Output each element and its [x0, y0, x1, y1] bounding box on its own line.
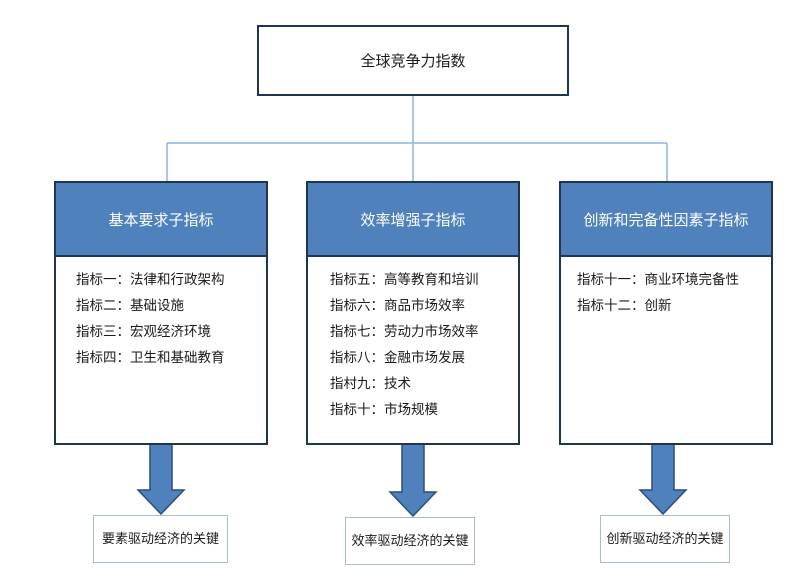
column-basic-requirements: 基本要求子指标 指标一：法律和行政架构 指标二：基础设施 指标三：宏观经济环境 …: [54, 181, 268, 445]
column-title: 创新和完备性因素子指标: [583, 210, 749, 229]
root-node: 全球竞争力指数: [257, 25, 569, 96]
column-innovation-sophistication: 创新和完备性因素子指标 指标十一：商业环境完备性 指标十二：创新: [559, 181, 773, 445]
outcome-box-innovation-driven: 创新驱动经济的关键: [600, 515, 730, 563]
list-item: 指标二：基础设施: [76, 298, 184, 314]
list-item: 指标一：法律和行政架构: [76, 272, 225, 288]
list-item: 指标十：市场规模: [330, 402, 438, 418]
column-header: 效率增强子指标: [308, 183, 518, 257]
column-header: 创新和完备性因素子指标: [561, 183, 771, 257]
list-item: 指村九：技术: [330, 376, 411, 392]
connector-lines: [166, 96, 668, 181]
root-label: 全球竞争力指数: [360, 52, 466, 70]
outcome-label: 要素驱动经济的关键: [101, 531, 219, 547]
list-item: 指标四：卫生和基础教育: [76, 350, 225, 366]
outcome-label: 效率驱动经济的关键: [351, 533, 469, 549]
outcome-label: 创新驱动经济的关键: [606, 531, 724, 547]
list-item: 指标三：宏观经济环境: [76, 324, 211, 340]
column-title: 效率增强子指标: [360, 210, 466, 229]
list-item: 指标五：高等教育和培训: [330, 272, 479, 288]
list-item: 指标八：金融市场发展: [330, 350, 465, 366]
list-item: 指标六：商品市场效率: [330, 298, 465, 314]
list-item: 指标十一：商业环境完备性: [577, 272, 739, 288]
list-item: 指标七：劳动力市场效率: [330, 324, 479, 340]
list-item: 指标十二：创新: [577, 298, 672, 314]
column-header: 基本要求子指标: [56, 183, 266, 257]
outcome-box-factor-driven: 要素驱动经济的关键: [93, 515, 228, 563]
column-title: 基本要求子指标: [108, 210, 214, 229]
column-efficiency-enhancers: 效率增强子指标 指标五：高等教育和培训 指标六：商品市场效率 指标七：劳动力市场…: [306, 181, 520, 445]
outcome-box-efficiency-driven: 效率驱动经济的关键: [345, 517, 475, 565]
